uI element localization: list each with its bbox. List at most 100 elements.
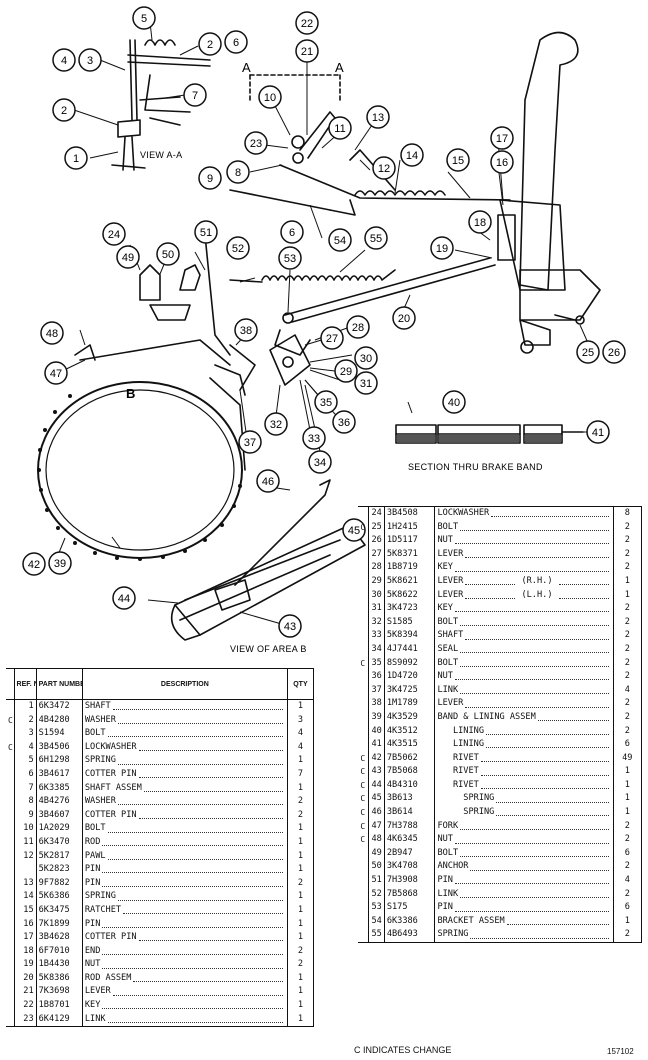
callout-1: 1 bbox=[64, 146, 88, 170]
change-mark bbox=[6, 822, 15, 836]
quantity: 49 bbox=[612, 751, 643, 766]
ref-number: 38 bbox=[367, 697, 385, 711]
description: ROD ASSEM bbox=[81, 971, 288, 986]
part-number: 7B5062 bbox=[383, 751, 436, 766]
change-mark bbox=[6, 699, 15, 714]
description: BRACKET ASSEM bbox=[434, 914, 614, 929]
callout-circle bbox=[430, 236, 454, 260]
change-mark bbox=[6, 835, 15, 850]
callout-number: 38 bbox=[240, 325, 252, 337]
callout-circle bbox=[278, 614, 302, 638]
callout-circle bbox=[446, 148, 470, 172]
change-mark: C bbox=[358, 751, 369, 766]
callout-30: 30 bbox=[354, 346, 378, 370]
part-number: 5K2823 bbox=[35, 863, 83, 877]
callout-25: 25 bbox=[576, 340, 600, 364]
callout-32: 32 bbox=[264, 412, 288, 436]
callout-46: 46 bbox=[256, 469, 280, 493]
callout-circle bbox=[112, 586, 136, 610]
callout-48: 48 bbox=[40, 321, 64, 345]
quantity: 2 bbox=[286, 795, 315, 809]
quantity: 1 bbox=[612, 765, 643, 779]
view-aa-assembly bbox=[111, 39, 211, 171]
part-number: 1B8701 bbox=[35, 999, 83, 1013]
callout-number: 12 bbox=[378, 163, 390, 175]
quantity: 1 bbox=[286, 890, 315, 904]
part-number: 6H1298 bbox=[35, 754, 83, 768]
change-mark bbox=[6, 971, 15, 986]
callout-number: 47 bbox=[50, 368, 62, 380]
ref-number: 48 bbox=[367, 833, 385, 847]
quantity: 7 bbox=[286, 767, 315, 782]
callout-circle bbox=[256, 469, 280, 493]
part-number: 6K3386 bbox=[383, 914, 436, 929]
quantity: 1 bbox=[612, 792, 643, 807]
callout-20: 20 bbox=[392, 306, 416, 330]
ref-number: 3 bbox=[13, 727, 37, 741]
callout-circle bbox=[314, 390, 338, 414]
change-mark bbox=[358, 887, 369, 902]
change-mark: C bbox=[358, 806, 369, 820]
callout-11: 11 bbox=[328, 116, 352, 140]
ref-number: 50 bbox=[367, 860, 385, 875]
callout-number: 33 bbox=[308, 433, 320, 445]
callout-number: 6 bbox=[233, 37, 239, 49]
change-mark bbox=[358, 738, 369, 752]
quantity: 2 bbox=[612, 697, 643, 711]
callout-circle bbox=[44, 361, 68, 385]
part-number: 4K3529 bbox=[383, 710, 436, 725]
description: SPRING bbox=[434, 806, 614, 820]
callout-number: 45 bbox=[348, 525, 360, 537]
change-mark bbox=[6, 767, 15, 782]
callout-3: 3 bbox=[78, 48, 102, 72]
callout-circle bbox=[332, 410, 356, 434]
part-number: 7K1899 bbox=[35, 917, 83, 932]
callout-circle bbox=[78, 48, 102, 72]
ref-number: 30 bbox=[367, 588, 385, 603]
callout-number: 5 bbox=[141, 13, 147, 25]
mark-header bbox=[6, 668, 15, 700]
ref-number: 53 bbox=[367, 901, 385, 915]
callout-number: 21 bbox=[301, 46, 313, 58]
description: PIN bbox=[81, 876, 288, 891]
part-number: 6F7010 bbox=[35, 944, 83, 959]
quantity: 1 bbox=[286, 781, 315, 796]
ref-number: 35 bbox=[367, 656, 385, 671]
callout-number: 2 bbox=[207, 39, 213, 51]
callout-number: 30 bbox=[360, 353, 372, 365]
exploded-brake-diagram: 1223456789101112131415161718192021222324… bbox=[22, 6, 626, 654]
part-number: 1A2029 bbox=[35, 822, 83, 836]
change-mark bbox=[358, 629, 369, 643]
change-mark bbox=[358, 697, 369, 711]
part-number: 3B4617 bbox=[35, 767, 83, 782]
change-mark: C bbox=[358, 819, 369, 834]
part-number: 3B614 bbox=[383, 806, 436, 820]
section-line-aa bbox=[249, 74, 341, 101]
callout-number: 46 bbox=[262, 476, 274, 488]
description: ANCHOR bbox=[434, 860, 614, 875]
callout-circle bbox=[308, 450, 332, 474]
callout-number: 49 bbox=[122, 252, 134, 264]
quantity: 2 bbox=[286, 876, 315, 891]
description: LINING bbox=[434, 738, 614, 752]
ref-number: 42 bbox=[367, 751, 385, 766]
quantity: 2 bbox=[612, 602, 643, 616]
callout-number: 22 bbox=[301, 18, 313, 30]
callout-13: 13 bbox=[366, 105, 390, 129]
upper-linkage bbox=[229, 111, 511, 216]
change-mark bbox=[358, 534, 369, 548]
quantity: 2 bbox=[612, 520, 643, 535]
callout-number: 2 bbox=[61, 105, 67, 117]
part-number: 6K3475 bbox=[35, 903, 83, 918]
callout-number: 36 bbox=[338, 417, 350, 429]
change-mark bbox=[6, 795, 15, 809]
